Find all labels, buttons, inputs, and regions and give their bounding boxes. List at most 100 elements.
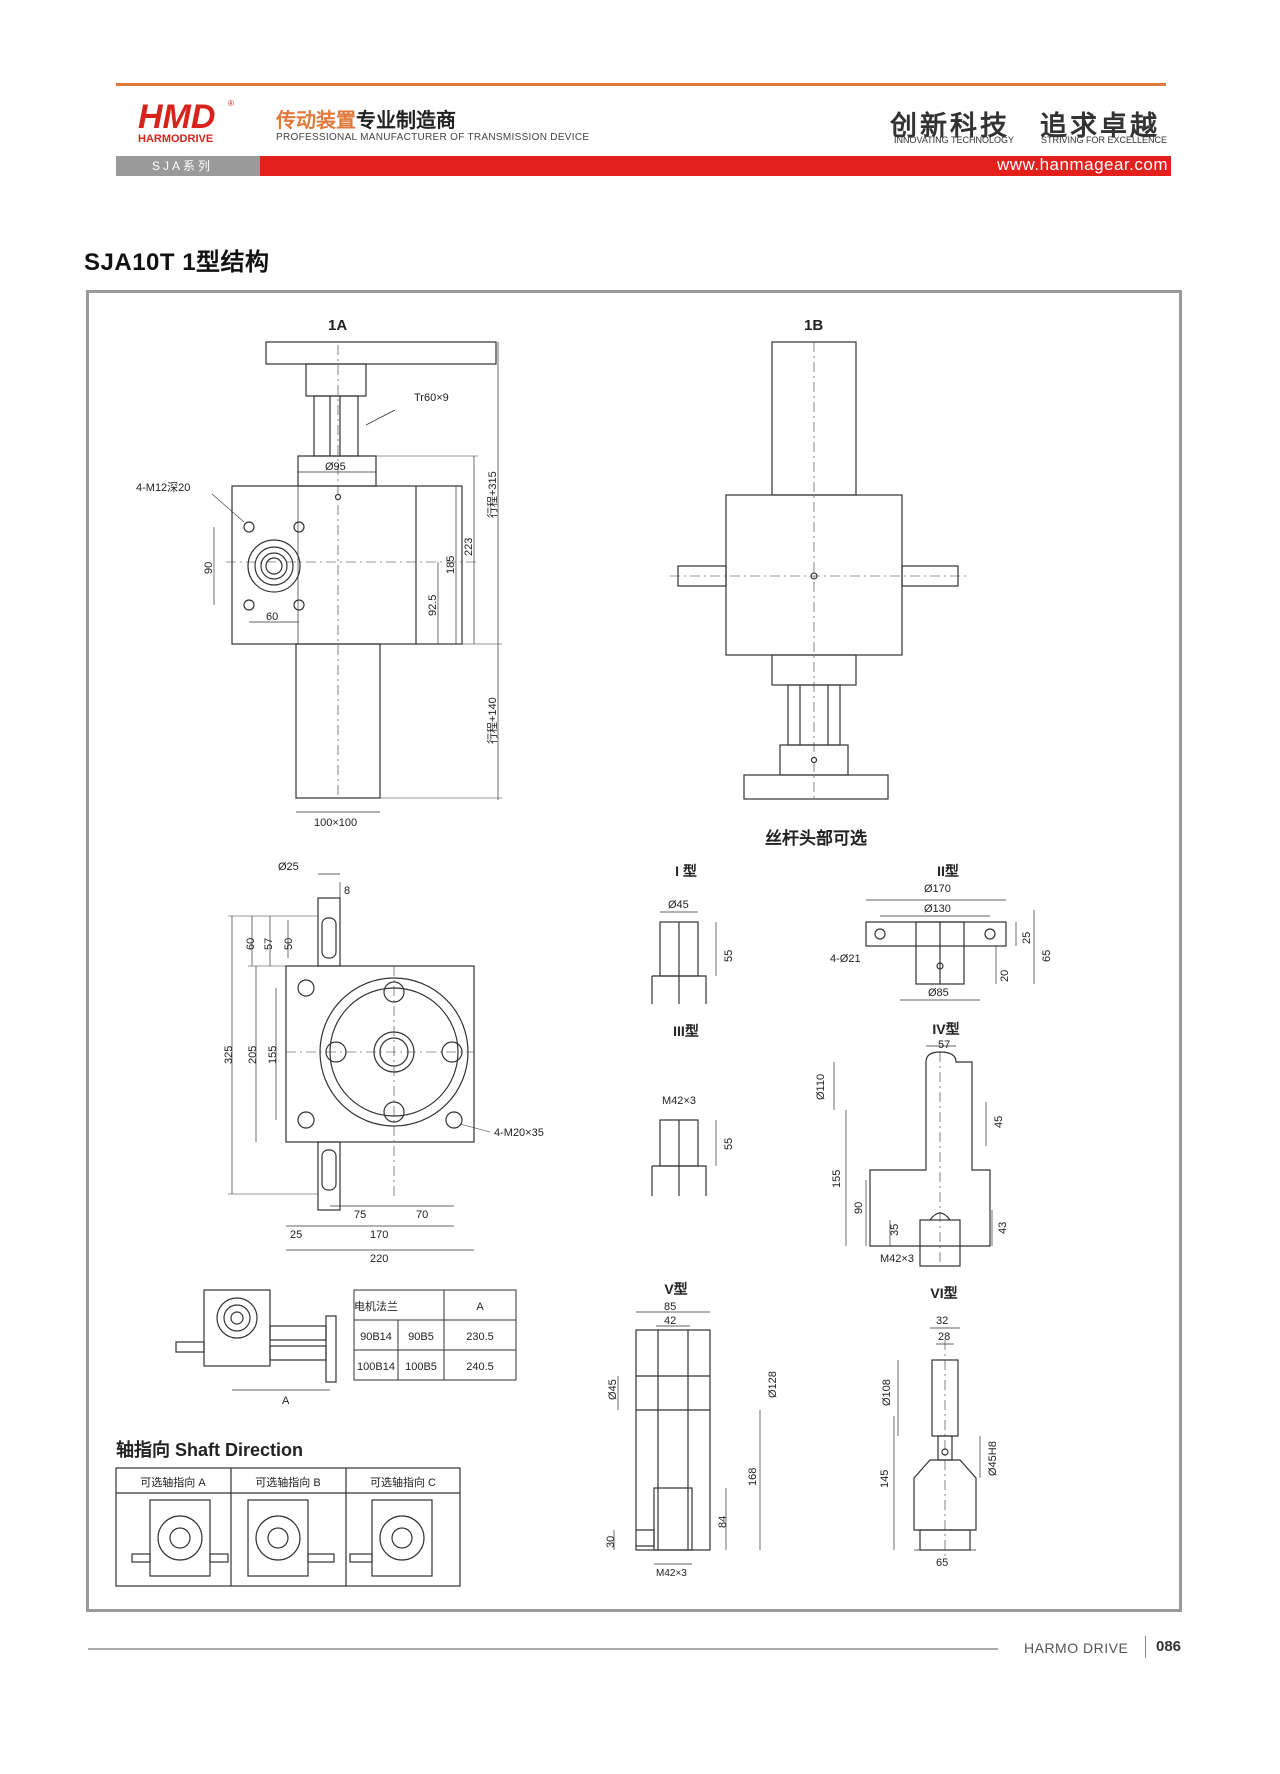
hole-spec-m20: 4-M20×35 xyxy=(494,1127,544,1139)
type-2-20: 20 xyxy=(999,970,1011,982)
drawing-frame xyxy=(86,290,1182,1612)
type-2-d130: Ø130 xyxy=(924,903,951,915)
dim-57: 57 xyxy=(263,938,275,950)
footer-separator xyxy=(1145,1636,1146,1658)
hole-spec-label: 4-M12深20 xyxy=(136,481,190,494)
type-2-label: II型 xyxy=(937,863,959,879)
type-4-45: 45 xyxy=(993,1116,1005,1128)
type-1-55: 55 xyxy=(723,950,735,962)
type-2-4-d21: 4-Ø21 xyxy=(830,953,861,965)
screw-head-type-1 xyxy=(651,911,717,1004)
dim-92-5: 92.5 xyxy=(427,595,439,616)
dim-205: 205 xyxy=(247,1046,259,1064)
type-6-d45h8: Ø45H8 xyxy=(987,1441,999,1476)
type-2-d85: Ø85 xyxy=(928,987,949,999)
type-1-label: I 型 xyxy=(675,863,697,879)
type-5-d45: Ø45 xyxy=(607,1379,619,1400)
type-5-84: 84 xyxy=(717,1516,729,1528)
type-5-label: V型 xyxy=(664,1281,687,1297)
tagline-cn-accent: 传动装置 xyxy=(276,110,356,132)
type-4-label: IV型 xyxy=(932,1021,959,1037)
dim-60-top: 60 xyxy=(245,938,257,950)
table-cell-r2c3: 240.5 xyxy=(466,1361,494,1373)
table-cell-r2c1: 100B14 xyxy=(357,1361,395,1373)
type-6-label: VI型 xyxy=(930,1285,957,1301)
page-number: 086 xyxy=(1156,1638,1182,1655)
view-1a-label: 1A xyxy=(328,317,347,334)
footer-brand: HARMO DRIVE xyxy=(1024,1640,1129,1656)
slogan-right-en: STRIVING FOR EXCELLENCE xyxy=(1041,135,1168,145)
screw-head-type-6 xyxy=(893,1327,981,1556)
footer-rule xyxy=(88,1648,998,1650)
table-cell-r1c1: 90B14 xyxy=(360,1331,392,1343)
type-4-155: 155 xyxy=(831,1170,843,1188)
type-6-28: 28 xyxy=(938,1331,950,1343)
type-4-d110: Ø110 xyxy=(815,1074,827,1100)
type-6-32: 32 xyxy=(936,1315,948,1327)
type-2-25: 25 xyxy=(1021,932,1033,944)
type-5-168: 168 xyxy=(747,1468,759,1486)
type-5-85: 85 xyxy=(664,1301,676,1313)
tagline-cn: 传动装置专业制造商 xyxy=(276,104,456,133)
shaft-option-c: 可选轴指向 C xyxy=(370,1475,436,1489)
tagline-en: PROFESSIONAL MANUFACTURER OF TRANSMISSIO… xyxy=(276,132,590,143)
type-5-m42: M42×3 xyxy=(656,1568,687,1579)
type-6-d108: Ø108 xyxy=(881,1379,893,1406)
dim-220: 220 xyxy=(370,1253,388,1265)
screw-head-type-3 xyxy=(651,1119,717,1196)
type-2-65: 65 xyxy=(1041,950,1053,962)
thread-label: Tr60×9 xyxy=(414,392,449,404)
type-6-65: 65 xyxy=(936,1557,948,1569)
motor-sketch xyxy=(175,1289,337,1391)
slogan-left-cn: 创新科技 xyxy=(890,111,1010,142)
type-1-d45: Ø45 xyxy=(668,899,689,911)
header-top-rule xyxy=(116,83,1166,86)
view-top xyxy=(228,873,491,1251)
dim-223: 223 xyxy=(463,538,475,556)
view-1a xyxy=(211,341,502,813)
table-cell-r2c2: 100B5 xyxy=(405,1361,437,1373)
page-title: SJA10T 1型结构 xyxy=(84,249,270,276)
dim-stroke-315: 行程+315 xyxy=(486,471,499,518)
type-4-90: 90 xyxy=(853,1202,865,1214)
type-2-d170: Ø170 xyxy=(924,883,951,895)
dim-75: 75 xyxy=(354,1209,366,1221)
dim-50: 50 xyxy=(283,938,295,950)
screw-heads-title: 丝杆头部可选 xyxy=(765,828,867,848)
harmodrive-logo: HMD HARMODRIVE ® xyxy=(136,98,236,145)
type-4-m42: M42×3 xyxy=(880,1253,914,1265)
dim-325: 325 xyxy=(223,1046,235,1064)
shaft-option-a: 可选轴指向 A xyxy=(140,1475,206,1489)
dim-d25: Ø25 xyxy=(278,861,299,873)
dim-90: 90 xyxy=(203,562,215,574)
header-red-bar xyxy=(260,156,1171,176)
screw-head-type-2 xyxy=(865,899,1035,1001)
screw-head-type-5 xyxy=(613,1311,761,1565)
table-header-flange: 电机法兰 xyxy=(354,1299,398,1313)
shaft-direction-title: 轴指向 Shaft Direction xyxy=(116,1439,303,1460)
logo-mark: HMD xyxy=(138,98,215,136)
dim-stroke-140: 行程+140 xyxy=(486,697,499,744)
shaft-option-b: 可选轴指向 B xyxy=(255,1475,320,1489)
dim-70: 70 xyxy=(416,1209,428,1221)
type-3-55: 55 xyxy=(723,1138,735,1150)
dim-155: 155 xyxy=(267,1046,279,1064)
dim-8: 8 xyxy=(344,885,350,897)
type-5-30: 30 xyxy=(605,1536,617,1548)
dim-185: 185 xyxy=(445,556,457,574)
table-cell-r1c3: 230.5 xyxy=(466,1331,494,1343)
website-link[interactable]: www.hanmagear.com xyxy=(996,155,1168,174)
slogan-right-cn: 追求卓越 xyxy=(1040,111,1160,142)
dim-60: 60 xyxy=(266,611,278,623)
table-header-a: A xyxy=(476,1301,484,1313)
motor-dim-a: A xyxy=(282,1395,290,1407)
view-1b-label: 1B xyxy=(804,317,823,334)
series-label: SJA系列 xyxy=(116,156,260,176)
dim-d95: Ø95 xyxy=(325,461,346,473)
logo-registered: ® xyxy=(228,99,234,108)
type-4-35: 35 xyxy=(889,1224,901,1236)
type-5-d128: Ø128 xyxy=(767,1371,779,1398)
logo-brand: HARMODRIVE xyxy=(138,133,213,145)
dim-25: 25 xyxy=(290,1229,302,1241)
